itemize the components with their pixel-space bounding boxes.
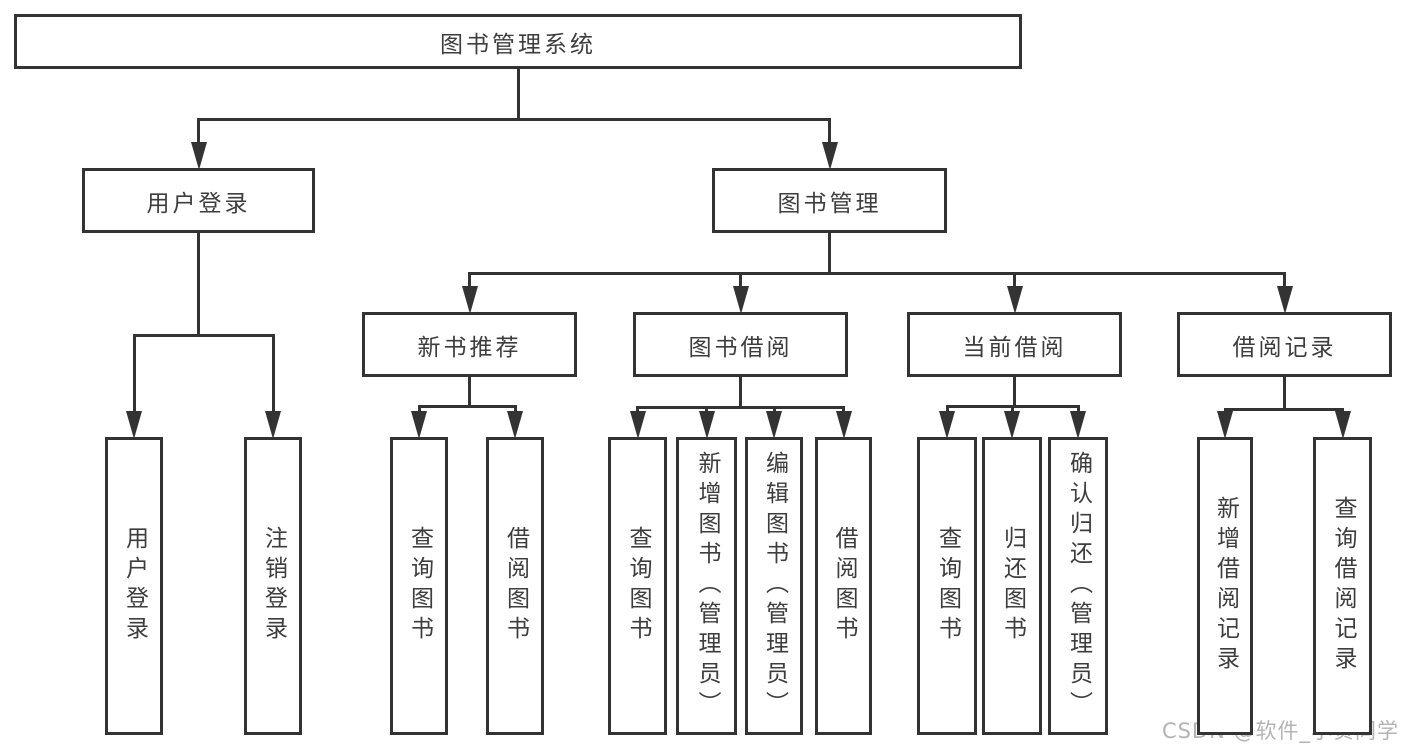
connector-drop-borrow-records (1283, 273, 1286, 288)
node-nb-query-label: 查询图书 (406, 526, 433, 646)
arrow-down-icon (766, 411, 782, 439)
connector-drop-leaf-user-login (132, 335, 136, 413)
node-cb-return-label: 归还图书 (999, 526, 1026, 646)
connector-drop-book-borrow (739, 273, 742, 288)
node-cb-confirm-label: 确认归还（管理员） (1065, 451, 1092, 721)
node-book-management: 图书管理 (712, 168, 947, 233)
node-bb-edit-label: 编辑图书（管理员） (761, 451, 788, 721)
node-new-book-recommend-label: 新书推荐 (417, 334, 522, 361)
arrow-down-icon (629, 411, 646, 439)
connector-drop-bb-borrow (842, 407, 845, 413)
connector-stem-book-management (828, 233, 831, 273)
connector-rail-borrow-records (1223, 407, 1344, 411)
connector-rail-root (197, 117, 831, 121)
connector-drop-current-borrow (1013, 273, 1016, 288)
arrow-down-icon (732, 286, 749, 314)
node-cb-query-label: 查询图书 (934, 526, 961, 646)
node-book-borrow-label: 图书借阅 (688, 334, 793, 361)
arrow-down-icon (411, 411, 427, 439)
connector-rail-book-management (468, 271, 1286, 275)
node-bb-borrow: 借阅图书 (815, 437, 872, 735)
arrow-down-icon (698, 411, 715, 439)
node-root-label: 图书管理系统 (440, 31, 596, 58)
node-root: 图书管理系统 (14, 14, 1022, 69)
arrow-down-icon (821, 142, 838, 170)
node-current-borrow: 当前借阅 (907, 312, 1122, 377)
connector-drop-cb-confirm (1076, 406, 1080, 413)
node-new-book-recommend: 新书推荐 (362, 312, 577, 377)
connector-drop-bb-edit (772, 407, 776, 413)
node-br-add: 新增借阅记录 (1197, 437, 1253, 735)
connector-drop-leaf-logout (271, 335, 275, 413)
connector-drop-book-management (828, 119, 831, 144)
connector-drop-nb-borrow (513, 406, 517, 413)
connector-stem-book-borrow (739, 377, 742, 407)
connector-drop-bb-query (636, 407, 639, 413)
connector-drop-nb-query (417, 406, 421, 413)
arrow-down-icon (835, 411, 852, 439)
connector-drop-new-book-recommend (468, 273, 471, 288)
node-leaf-user-login-label: 用户登录 (121, 526, 148, 646)
connector-stem-root (516, 69, 520, 119)
node-book-borrow: 图书借阅 (633, 312, 848, 377)
node-cb-confirm: 确认归还（管理员） (1048, 437, 1108, 735)
connector-drop-bb-add (705, 407, 708, 413)
arrow-down-icon (1334, 411, 1351, 439)
arrow-down-icon (507, 411, 523, 439)
node-bb-query: 查询图书 (608, 437, 667, 735)
connector-drop-cb-return (1010, 406, 1014, 413)
connector-drop-user-login (197, 119, 200, 144)
node-current-borrow-label: 当前借阅 (962, 334, 1067, 361)
arrow-down-icon (1070, 411, 1086, 439)
node-bb-query-label: 查询图书 (625, 526, 651, 646)
node-book-management-label: 图书管理 (777, 190, 882, 217)
arrow-down-icon (1004, 411, 1020, 439)
node-bb-borrow-label: 借阅图书 (831, 526, 857, 646)
node-br-add-label: 新增借阅记录 (1212, 496, 1239, 676)
connector-stem-current-borrow (1013, 377, 1016, 406)
node-nb-borrow: 借阅图书 (486, 437, 544, 735)
node-leaf-user-login: 用户登录 (105, 437, 163, 735)
arrow-down-icon (126, 411, 142, 439)
arrow-down-icon (265, 411, 281, 439)
node-user-login-label: 用户登录 (146, 190, 251, 217)
node-bb-edit: 编辑图书（管理员） (745, 437, 803, 735)
node-borrow-records-label: 借阅记录 (1232, 334, 1337, 361)
arrow-down-icon (1217, 411, 1233, 439)
node-user-login: 用户登录 (82, 168, 315, 233)
node-bb-add-label: 新增图书（管理员） (694, 451, 720, 721)
connector-rail-user-login (132, 333, 275, 337)
arrow-down-icon (190, 142, 207, 170)
connector-stem-new-book-recommend (468, 377, 471, 406)
node-leaf-logout: 注销登录 (244, 437, 302, 735)
node-cb-query: 查询图书 (917, 437, 977, 735)
node-nb-query: 查询图书 (390, 437, 448, 735)
node-leaf-logout-label: 注销登录 (260, 526, 287, 646)
connector-rail-book-borrow (636, 405, 845, 409)
arrow-down-icon (461, 286, 478, 314)
node-nb-borrow-label: 借阅图书 (502, 526, 529, 646)
node-cb-return: 归还图书 (982, 437, 1042, 735)
node-br-query: 查询借阅记录 (1313, 437, 1372, 735)
connector-stem-borrow-records (1283, 377, 1286, 409)
connector-rail-new-book-recommend (417, 404, 517, 408)
arrow-down-icon (1276, 286, 1293, 314)
arrow-down-icon (939, 411, 955, 439)
connector-drop-cb-query (945, 406, 949, 413)
arrow-down-icon (1006, 286, 1023, 314)
node-bb-add: 新增图书（管理员） (676, 437, 737, 735)
connector-stem-user-login (197, 233, 200, 335)
node-br-query-label: 查询借阅记录 (1330, 496, 1356, 676)
node-borrow-records: 借阅记录 (1177, 312, 1392, 377)
